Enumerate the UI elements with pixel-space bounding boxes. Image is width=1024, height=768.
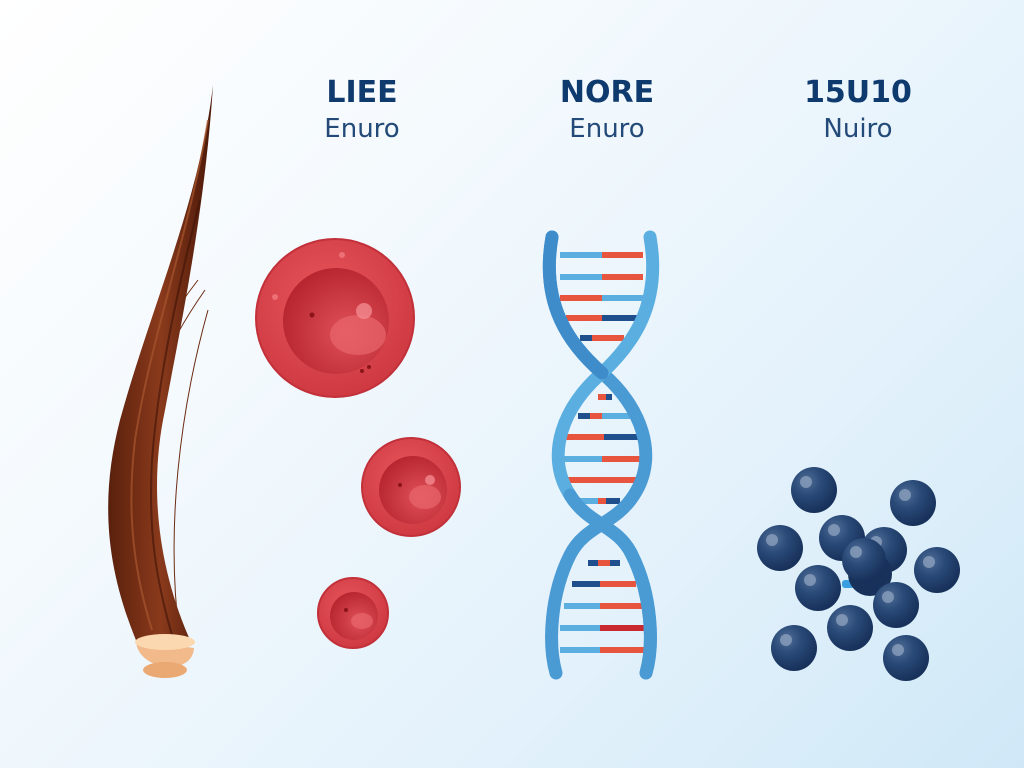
column-2-subtitle: Enuro <box>569 114 645 144</box>
column-3-subtitle: Nuiro <box>823 114 893 144</box>
column-3-title: 15U10 <box>804 75 912 110</box>
column-1-title: LIEE <box>326 75 398 110</box>
blood-cell-medium <box>361 437 461 537</box>
hair-strand-icon <box>108 85 213 678</box>
molecule-spheres <box>757 467 960 681</box>
blood-cells-icon <box>255 238 461 649</box>
label-column-2: NORE Enuro <box>507 74 707 146</box>
column-1-subtitle: Enuro <box>324 114 400 144</box>
column-2-title: NORE <box>559 75 655 110</box>
molecule-cluster-icon <box>757 467 960 681</box>
blood-cell-small <box>317 577 389 649</box>
label-column-3: 15U10 Nuiro <box>758 74 958 146</box>
blood-cell-large <box>255 238 415 398</box>
dna-helix-icon <box>542 230 660 680</box>
label-column-1: LIEE Enuro <box>262 74 462 146</box>
